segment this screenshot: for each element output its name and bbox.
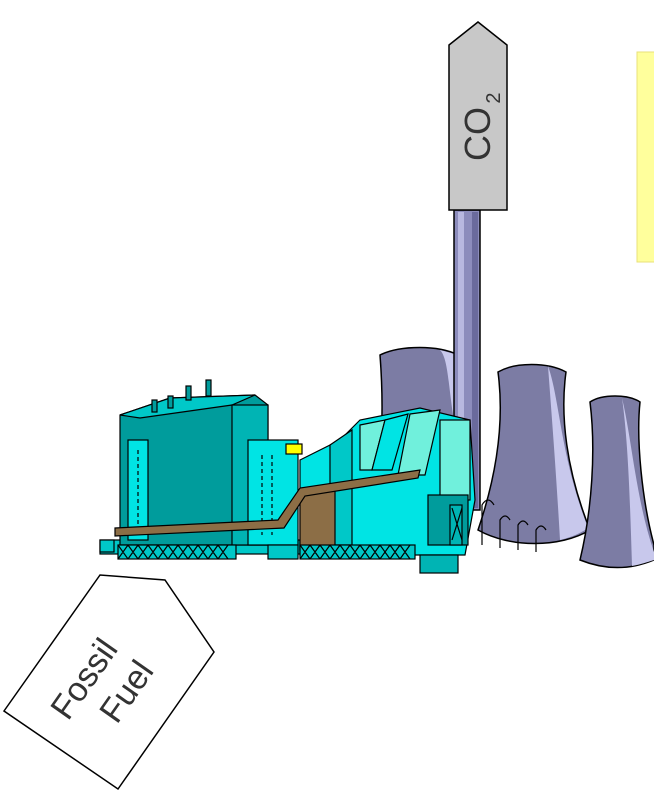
co2-subscript: 2	[483, 92, 505, 103]
fossil-fuel-tag: Fossil Fuel	[4, 575, 214, 789]
co2-label: CO	[457, 107, 498, 161]
cooling-tower-icon	[580, 396, 654, 568]
note-box	[637, 52, 654, 262]
co2-tag: CO 2	[449, 22, 507, 210]
cooling-tower-icon	[478, 365, 590, 544]
